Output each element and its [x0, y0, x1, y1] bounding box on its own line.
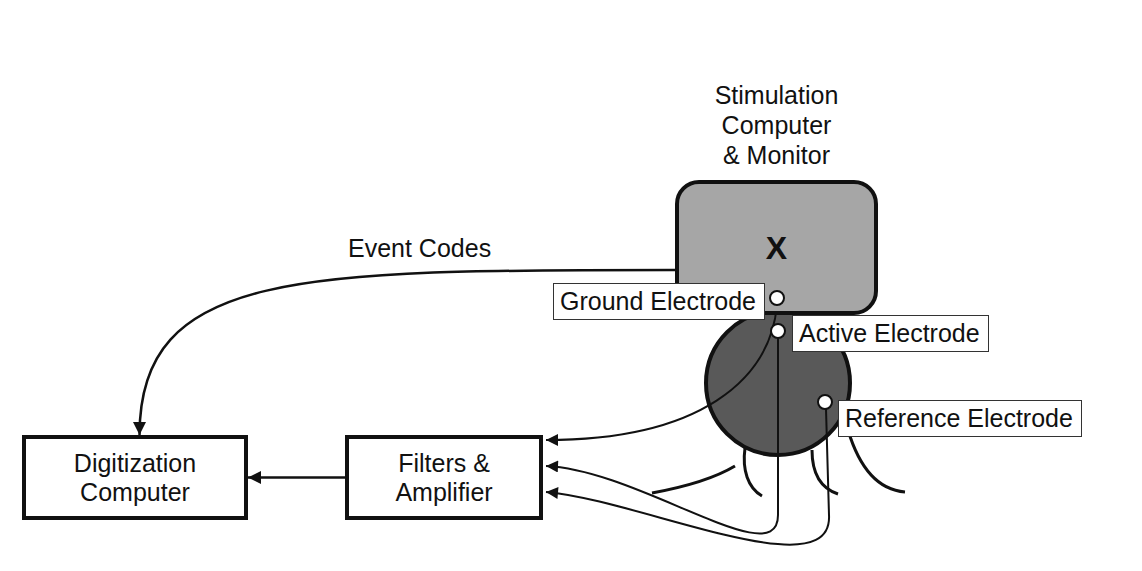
computer-box: Digitization Computer: [22, 435, 248, 520]
node-text: Active Electrode: [799, 319, 980, 348]
active-dot: [771, 324, 785, 338]
node-text: Digitization Computer: [36, 449, 234, 507]
process-box: Filters & Amplifier: [345, 435, 543, 520]
reference-dot: [818, 395, 832, 409]
connector-arrow: [248, 476, 345, 479]
electrode-wires: [546, 305, 829, 545]
screen-symbol: X: [766, 230, 787, 266]
edge-label: Event Codes: [345, 234, 494, 263]
electrode-label: Reference Electrode: [838, 400, 1082, 437]
monitor-heading: Stimulation Computer & Monitor: [714, 80, 839, 170]
electrode-label: Ground Electrode: [553, 283, 765, 320]
node-text: Filters & Amplifier: [359, 449, 529, 507]
ground-dot: [770, 291, 784, 305]
electrode-label: Active Electrode: [792, 315, 989, 352]
node-text: Reference Electrode: [845, 404, 1073, 433]
node-text: Ground Electrode: [560, 287, 756, 316]
